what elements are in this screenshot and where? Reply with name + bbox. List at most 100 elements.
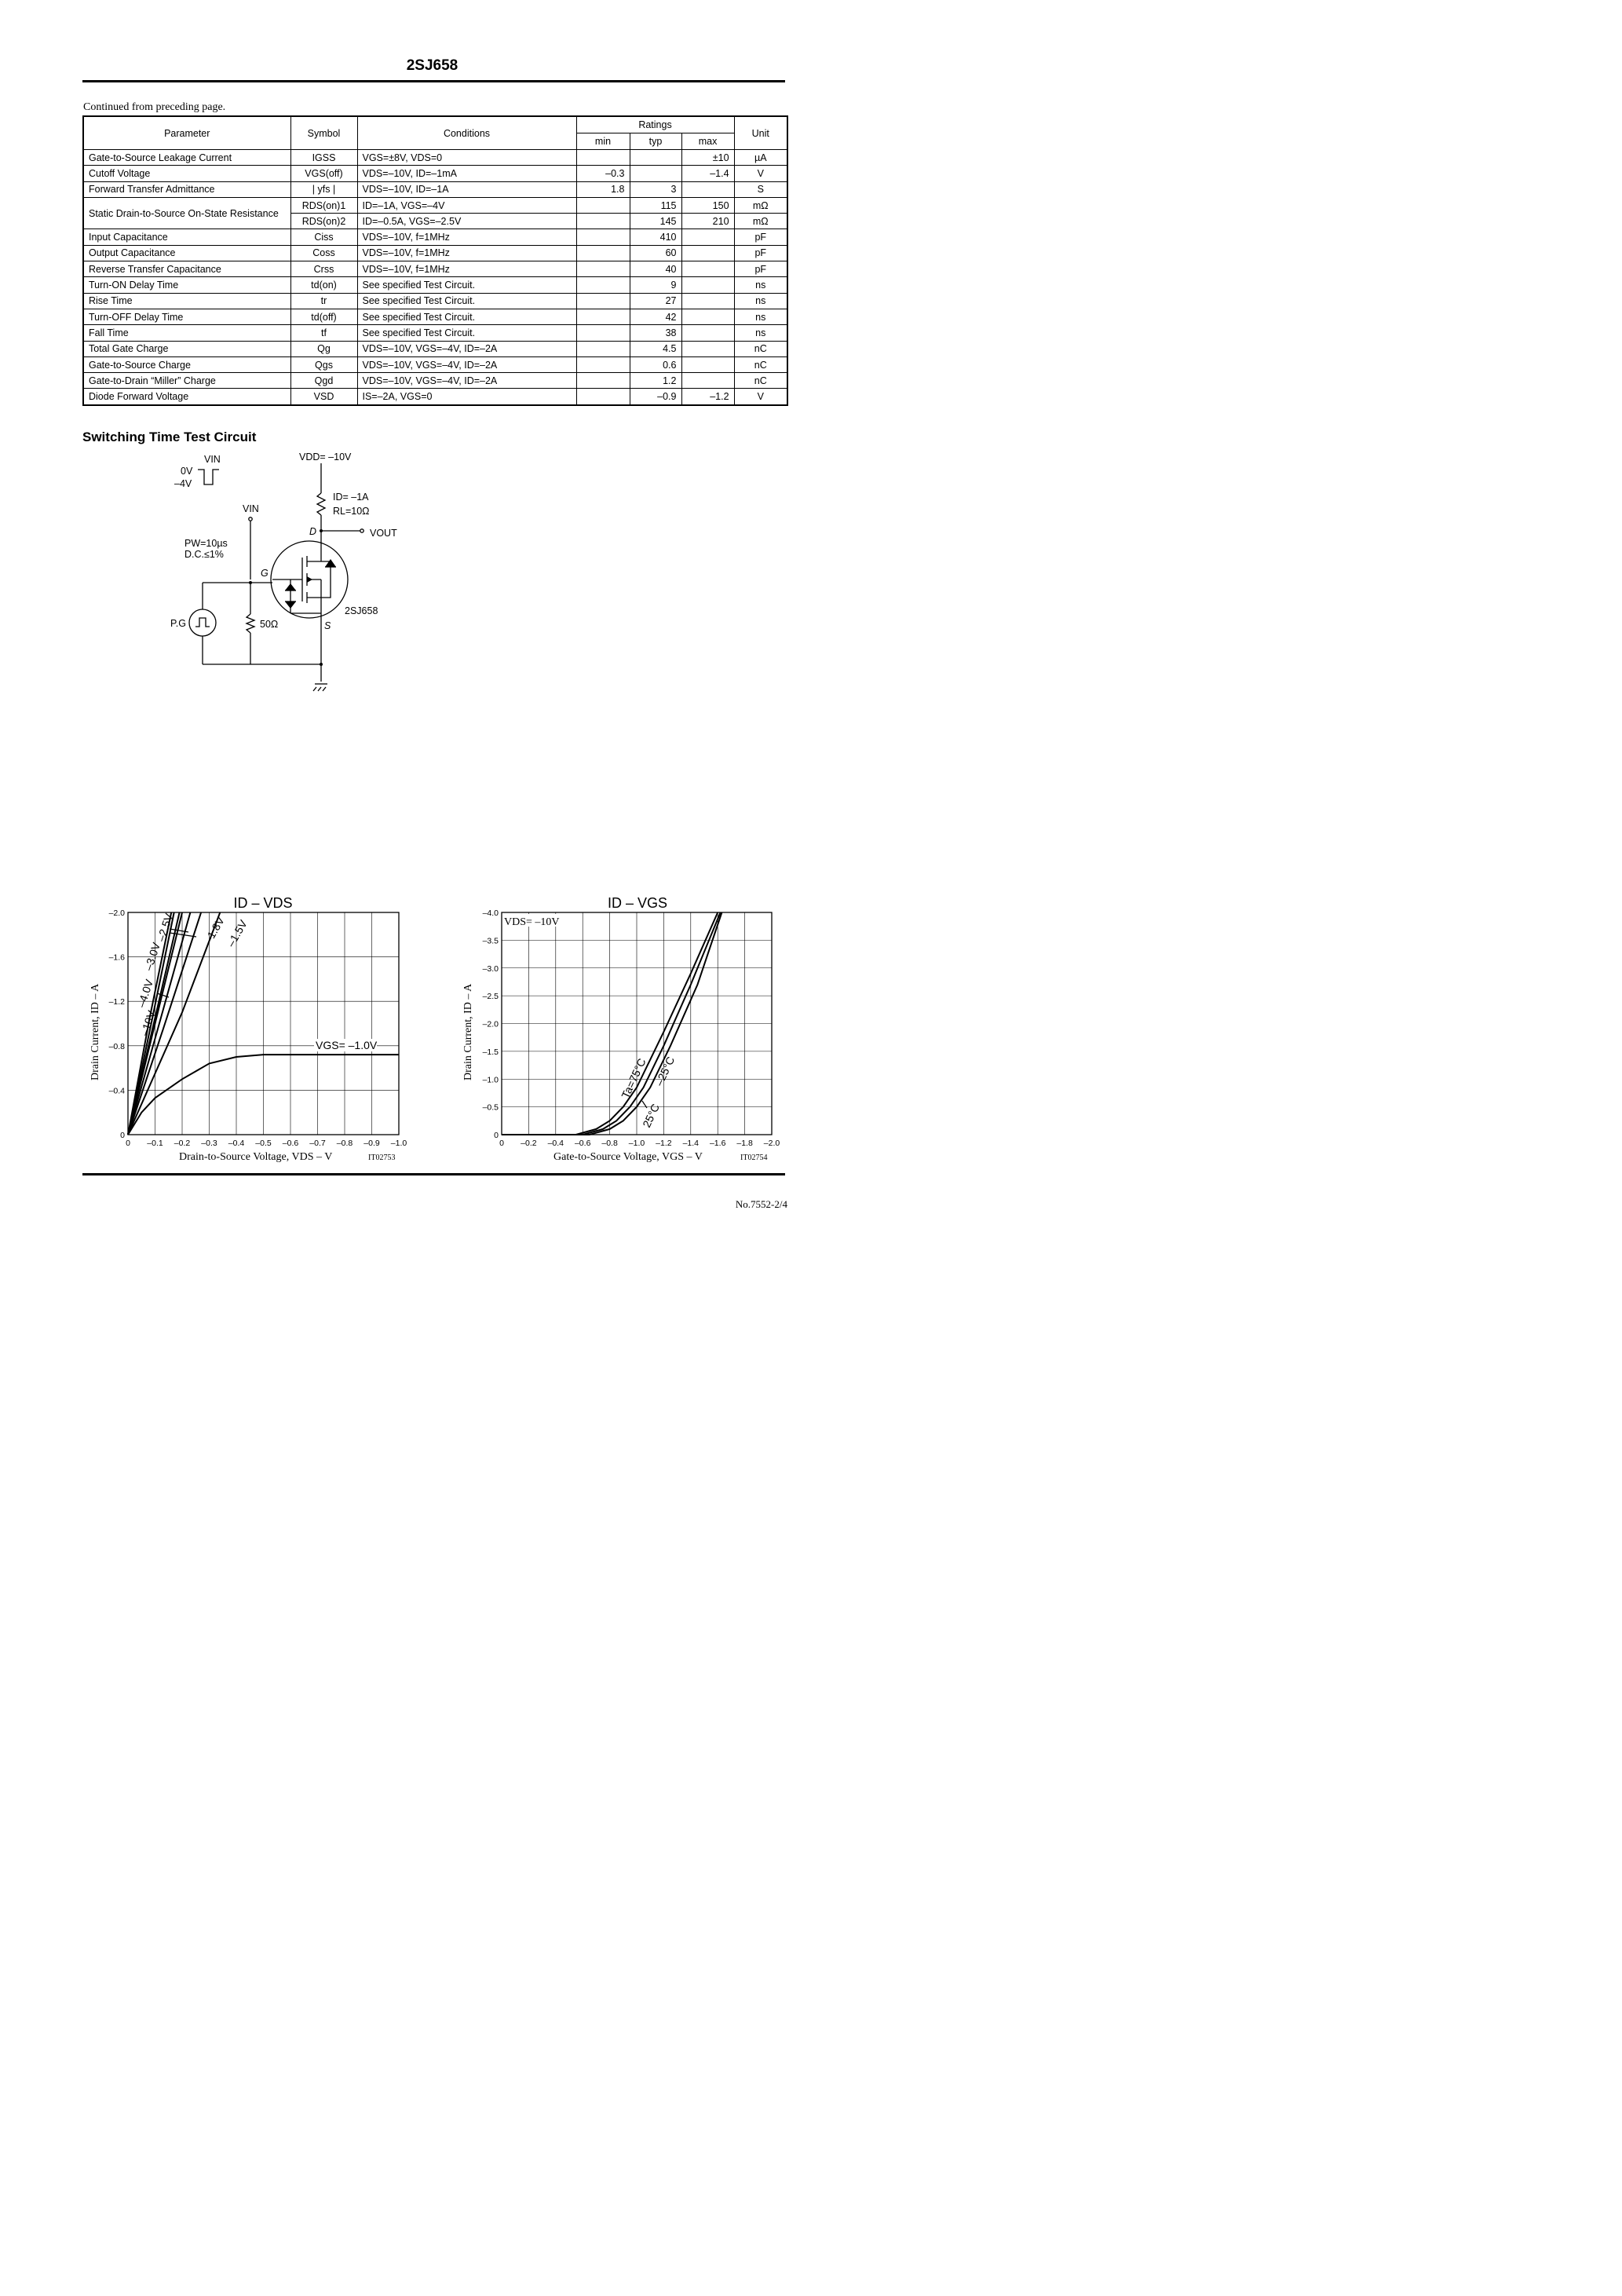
y-tick-label: –2.0: [483, 1020, 499, 1029]
series-line: [127, 912, 192, 1135]
x-tick-label: –0.5: [255, 1139, 272, 1148]
typ-cell: 0.6: [629, 356, 682, 374]
min-cell: [575, 229, 630, 246]
max-cell: [681, 229, 735, 246]
symbol-cell: VSD: [290, 388, 358, 406]
param-cell: Turn-ON Delay Time: [82, 276, 291, 294]
max-cell: [681, 372, 735, 389]
curve-label: Ta=75°C: [619, 1056, 648, 1100]
symbol-cell: | yfs |: [290, 181, 358, 198]
y-tick-label: –3.0: [483, 964, 499, 974]
min-cell: [575, 324, 630, 342]
x-tick-label: –0.1: [147, 1139, 163, 1148]
param-cell: Forward Transfer Admittance: [82, 181, 291, 198]
min-cell: –0.3: [575, 165, 630, 182]
x-tick-label: –1.8: [736, 1139, 753, 1148]
max-cell: [681, 244, 735, 262]
conditions-cell: VDS=–10V, VGS=–4V, ID=–2A: [356, 340, 577, 357]
param-cell: Output Capacitance: [82, 244, 291, 262]
max-cell: [681, 181, 735, 198]
max-cell: [681, 261, 735, 278]
y-tick-label: –1.2: [109, 997, 126, 1007]
y-tick-label: –3.5: [483, 936, 499, 945]
symbol-cell: Ciss: [290, 229, 358, 246]
drain-current-label: ID= –1A: [333, 492, 369, 503]
y-axis-label: Drain Current, ID – A: [462, 983, 474, 1080]
y-tick-label: –1.5: [483, 1047, 499, 1057]
min-cell: [575, 213, 630, 230]
x-tick-label: –0.3: [201, 1139, 217, 1148]
param-cell: Reverse Transfer Capacitance: [82, 261, 291, 278]
y-tick-label: –1.6: [109, 953, 126, 963]
typ-cell: [629, 148, 682, 166]
chart-id-vgs: ID – VGS 0–0.2–0.4–0.6–0.8–1.0–1.2–1.4–1…: [462, 895, 780, 1163]
max-cell: –1.2: [681, 388, 735, 406]
typ-cell: 145: [629, 213, 682, 230]
header-rule: [82, 80, 785, 82]
x-axis-label: Drain-to-Source Voltage, VDS – V: [179, 1151, 332, 1163]
series-line: [127, 912, 183, 1135]
min-cell: [575, 244, 630, 262]
curve-label: –1.8V: [202, 914, 227, 945]
pulse-width-label: PW=10µs: [184, 538, 228, 549]
vout-label: VOUT: [370, 528, 397, 539]
typ-cell: 60: [629, 244, 682, 262]
y-tick-label: 0: [120, 1131, 125, 1140]
conditions-cell: VDS=–10V, ID=–1A: [356, 181, 577, 198]
unit-cell: nC: [733, 340, 788, 357]
x-tick-label: –1.2: [656, 1139, 672, 1148]
param-cell: Turn-OFF Delay Time: [82, 308, 291, 326]
x-tick-label: –2.0: [764, 1139, 780, 1148]
chart-title: ID – VGS: [608, 895, 667, 911]
pulse-low-label: –4V: [174, 478, 192, 489]
vdd-label: VDD= –10V: [299, 452, 352, 462]
y-axis-label: Drain Current, ID – A: [90, 983, 101, 1080]
y-tick-label: –0.5: [483, 1103, 499, 1113]
typ-cell: 40: [629, 261, 682, 278]
conditions-cell: VDS=–10V, f=1MHz: [356, 229, 577, 246]
typ-cell: 3: [629, 181, 682, 198]
conditions-cell: See specified Test Circuit.: [356, 276, 577, 294]
unit-cell: V: [733, 388, 788, 406]
typ-cell: 42: [629, 308, 682, 326]
x-tick-label: –0.2: [521, 1139, 537, 1148]
max-cell: 210: [681, 213, 735, 230]
series-line: [127, 912, 173, 1135]
series-line: [502, 912, 719, 1135]
min-cell: [575, 196, 630, 214]
pulse-generator-label: P.G: [170, 618, 186, 629]
x-axis-label: Gate-to-Source Voltage, VGS – V: [553, 1151, 703, 1163]
drain-pin-label: D: [309, 526, 316, 537]
symbol-cell: td(off): [290, 308, 358, 326]
series-line: [127, 1054, 399, 1135]
load-resistance-label: RL=10Ω: [333, 506, 370, 517]
duty-cycle-label: D.C.≤1%: [184, 549, 224, 560]
typ-cell: 4.5: [629, 340, 682, 357]
param-cell: Diode Forward Voltage: [82, 388, 291, 406]
param-cell: Static Drain-to-Source On-State Resistan…: [82, 196, 291, 230]
unit-cell: nC: [733, 356, 788, 374]
page-number: No.7552-2/4: [735, 1198, 787, 1210]
unit-cell: ns: [733, 292, 788, 309]
unit-cell: ns: [733, 324, 788, 342]
max-cell: [681, 276, 735, 294]
footer-rule: [82, 1173, 785, 1175]
gate-pin-label: G: [261, 568, 269, 579]
conditions-cell: VGS=±8V, VDS=0: [356, 148, 577, 166]
x-tick-label: –0.6: [575, 1139, 591, 1148]
series-line: [502, 912, 723, 1135]
y-tick-label: –2.5: [483, 992, 499, 1001]
unit-cell: S: [733, 181, 788, 198]
typ-cell: –0.9: [629, 388, 682, 406]
x-tick-label: –0.8: [601, 1139, 618, 1148]
param-cell: Cutoff Voltage: [82, 165, 291, 182]
